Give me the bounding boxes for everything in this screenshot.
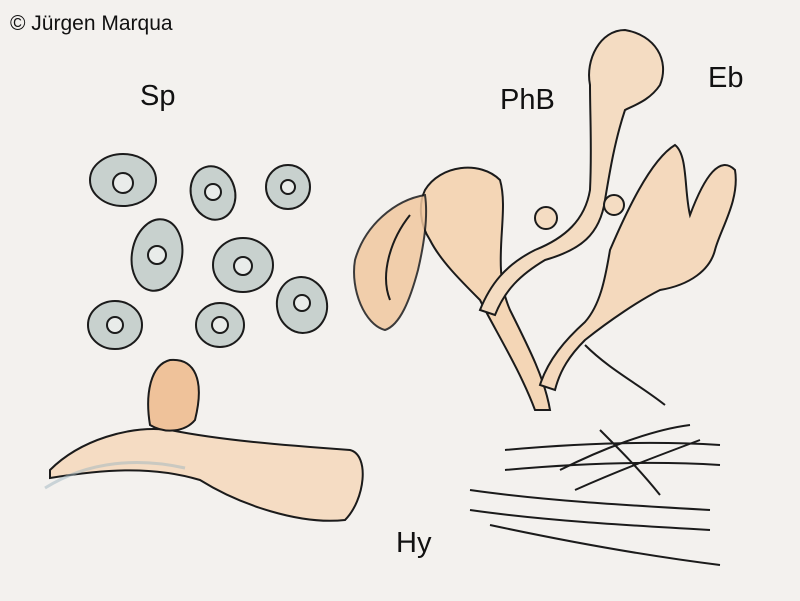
- spore-group: [87, 153, 329, 350]
- spore: [265, 164, 311, 210]
- copyright-credit: © Jürgen Marqua: [10, 12, 173, 35]
- spore: [212, 237, 274, 293]
- end-branches: [538, 143, 737, 406]
- hyphae-mesh: [469, 424, 721, 566]
- spore: [87, 300, 143, 350]
- phialide-cluster: [478, 28, 665, 317]
- label-end-branches: Eb: [708, 62, 744, 94]
- label-hyphae: Hy: [396, 527, 432, 559]
- spore: [275, 276, 329, 334]
- central-cell: [353, 166, 552, 411]
- spore: [189, 165, 237, 221]
- spore: [195, 302, 245, 348]
- spore: [89, 153, 157, 207]
- label-spores: Sp: [140, 80, 176, 112]
- spore: [130, 218, 184, 292]
- label-phialide-base: PhB: [500, 84, 555, 116]
- basal-cell: [44, 358, 364, 522]
